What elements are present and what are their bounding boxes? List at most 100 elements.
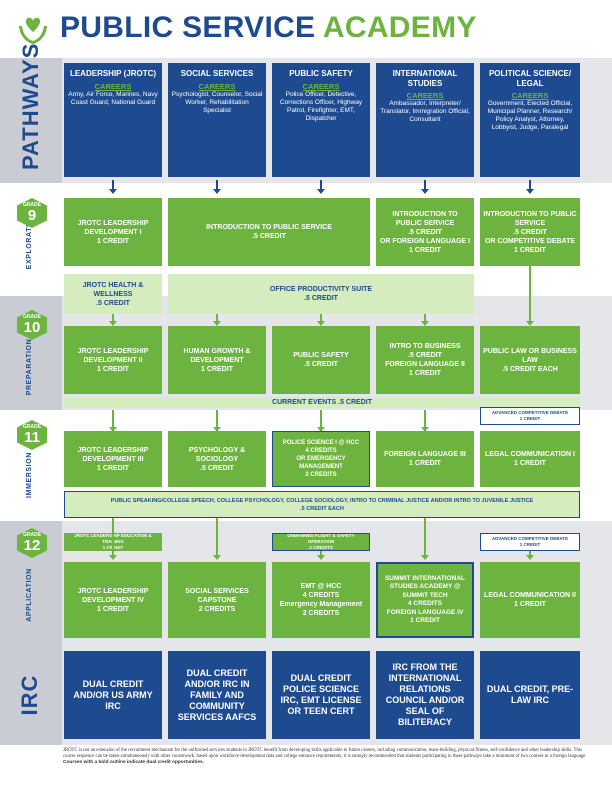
course-alt: OR COMPETITIVE DEBATE [484, 237, 576, 245]
pathway-title: POLITICAL SCIENCE/ LEGAL [488, 69, 572, 88]
irc-rail [0, 645, 62, 745]
careers-list: Government, Elected Official, Municipal … [487, 100, 573, 131]
pathway-title: SOCIAL SERVICES [180, 69, 254, 78]
course-jrotc-health: JROTC HEALTH & WELLNESS .5 CREDIT [64, 274, 162, 314]
arrow-down-icon [317, 180, 325, 194]
arrow-down-icon [526, 266, 534, 326]
course-jrotc-leadership-4: JROTC LEADERSHIP DEVELOPMENT IV 1 CREDIT [64, 562, 162, 638]
arrow-down-icon [213, 410, 221, 432]
course-credit: 4 CREDITS [408, 600, 442, 607]
course-jrotc-leadership-2: JROTC LEADERSHIP DEVELOPMENT II 1 CREDIT [64, 326, 162, 394]
pathway-public-safety: PUBLIC SAFETY CAREERS Police Officer, De… [272, 63, 370, 177]
course-name: EMT @ HCC [300, 583, 342, 590]
course-name: SOCIAL SERVICES CAPSTONE [185, 587, 249, 604]
title-part-2: ACADEMY [322, 11, 477, 44]
grade-number: 11 [24, 429, 40, 446]
arrow-down-icon [109, 410, 117, 432]
course-name: PUBLIC SPEAKING/COLLEGE SPEECH, COLLEGE … [110, 497, 534, 504]
footer-text: JROTC is not an extension of the recruit… [63, 748, 587, 759]
course-legal-communication-2: LEGAL COMMUNICATION II 1 CREDIT [480, 562, 580, 638]
arrow-down-icon [109, 180, 117, 194]
course-intro-public-service-or-language: INTRODUCTION TO PUBLIC SERVICE .5 CREDIT… [376, 198, 474, 266]
course-name: PUBLIC LAW OR BUSINESS LAW [483, 347, 577, 364]
course-name: JROTC HEALTH & WELLNESS [82, 281, 144, 298]
course-alt: OR EMERGENCY MANAGEMENT [296, 456, 346, 470]
grade-word: GRADE [22, 202, 42, 208]
careers-list: Psychologist, Counselor, Social Worker, … [171, 90, 263, 114]
course-name: INTRODUCTION TO PUBLIC SERVICE [392, 210, 458, 227]
careers-label: CAREERS [302, 81, 340, 91]
arrow-down-icon [421, 180, 429, 194]
course-alt-credit: 1 CREDIT [410, 617, 440, 624]
pathway-title: PUBLIC SAFETY [289, 69, 353, 78]
course-name: HUMAN GROWTH & DEVELOPMENT [183, 347, 251, 364]
careers-label: CAREERS [511, 91, 549, 100]
careers-list: Ambassador, Interpreter/ Translator, Imm… [380, 100, 470, 123]
course-jrotc-leadership-3: JROTC LEADERSHIP DEVELOPMENT III 1 CREDI… [64, 431, 162, 487]
grade-number: 12 [23, 537, 41, 554]
course-name: LEGAL COMMUNICATION I [485, 451, 575, 458]
course-credit: .5 CREDIT [513, 228, 547, 236]
arrow-down-icon [317, 314, 325, 326]
course-alt: FOREIGN LANGUAGE IV [386, 608, 464, 616]
course-alt: FOREIGN LANGUAGE II [385, 361, 465, 368]
course-credit: .5 CREDIT [304, 361, 338, 368]
course-credit: 1 CREDIT [97, 365, 129, 373]
course-college-electives: PUBLIC SPEAKING/COLLEGE SPEECH, COLLEGE … [64, 491, 580, 518]
pathway-title: LEADERSHIP (JROTC) [69, 69, 157, 78]
grade-number: 9 [27, 207, 37, 224]
course-credit: 4 CREDITS [305, 448, 337, 454]
course-alt-credit: 2 CREDITS [302, 610, 340, 617]
course-alt: Emergency Management [279, 601, 363, 608]
course-credit: 1 CREDIT [97, 237, 129, 245]
course-public-safety: PUBLIC SAFETY .5 CREDIT [272, 326, 370, 394]
row-label-pathways: PATHWAYS [18, 42, 43, 170]
irc-public-safety: DUAL CREDIT POLICE SCIENCE IRC, EMT LICE… [272, 651, 370, 739]
course-credit: .5 CREDIT [96, 299, 130, 307]
course-credit: .5 CREDIT [304, 295, 338, 302]
careers-label: CAREERS [94, 81, 132, 91]
course-credit: 1 CREDIT [519, 542, 541, 547]
course-alt-credit: 2 CREDITS [305, 472, 337, 478]
footer-note: JROTC is not an extension of the recruit… [63, 748, 595, 766]
course-credit: 1 CREDIT [519, 416, 541, 421]
course-credit: .5 CREDIT EACH [300, 505, 344, 512]
course-intro-public-service-or-debate: INTRODUCTION TO PUBLIC SERVICE .5 CREDIT… [480, 198, 580, 266]
arrow-down-icon [317, 551, 325, 560]
arrow-down-icon [526, 551, 534, 560]
course-foreign-language-3: FOREIGN LANGUAGE III 1 CREDIT [376, 431, 474, 487]
careers-label: CAREERS [198, 81, 236, 91]
arrow-down-icon [421, 410, 429, 432]
course-intro-public-service: INTRODUCTION TO PUBLIC SERVICE .5 CREDIT [168, 198, 370, 266]
course-jrotc-leadership-1: JROTC LEADERSHIP DEVELOPMENT I 1 CREDIT [64, 198, 162, 266]
footer-bold: Courses with a bold outline indicate dua… [63, 760, 204, 765]
row-label-immersion: IMMERSION [26, 452, 33, 498]
careers-list: Army, Air Force, Marines, Navy Coast Gua… [68, 90, 158, 106]
row-label-preparation: PREPARATION [26, 338, 33, 396]
course-credit: 1 CREDIT [514, 460, 546, 467]
course-office-productivity: OFFICE PRODUCTIVITY SUITE .5 CREDIT [168, 274, 474, 314]
course-name: ADVANCED COMPETITIVE DEBATE [491, 410, 569, 415]
course-credit: 2 CREDITS [198, 605, 236, 613]
irc-political-science: DUAL CREDIT, PRE-LAW IRC [480, 651, 580, 739]
course-psychology-sociology: PSYCHOLOGY & SOCIOLOGY .5 CREDIT [168, 431, 266, 487]
pathway-political-science: POLITICAL SCIENCE/ LEGAL CAREERS Governm… [480, 63, 580, 177]
arrow-down-icon [421, 314, 429, 326]
course-summit-international: SUMMIT INTERNATIONAL STUDIES ACADEMY @ S… [376, 562, 474, 638]
course-legal-communication-1: LEGAL COMMUNICATION I 1 CREDIT [480, 431, 580, 487]
grade-word: GRADE [22, 532, 42, 538]
course-intro-business: INTRO TO BUSINESS .5 CREDIT FOREIGN LANG… [376, 326, 474, 394]
course-name: INTRO TO BUSINESS [389, 343, 461, 350]
course-name: PUBLIC SAFETY [293, 352, 349, 359]
course-name: PSYCHOLOGY & SOCIOLOGY [188, 446, 246, 463]
course-credit: 1 CREDIT [97, 605, 129, 613]
course-alt: OR FOREIGN LANGUAGE I [379, 237, 471, 245]
course-name: UNMANNED FLIGHT & SAFETY OPERATION [287, 533, 355, 544]
course-alt-credit: 1 CREDIT [409, 246, 441, 254]
careers-label: CAREERS [406, 91, 444, 100]
course-credit: 1 CREDIT [201, 365, 233, 373]
course-credit: 1 CREDIT [97, 464, 129, 472]
course-name: JROTC LEADERSHIP DEVELOPMENT I [77, 219, 149, 236]
